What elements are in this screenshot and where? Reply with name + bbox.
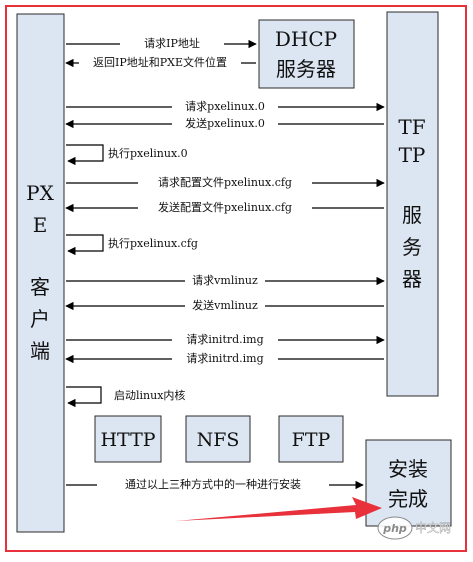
message-label-0: 请求IP地址 [144,36,200,50]
php-logo [377,516,413,540]
annotation-arrow [176,497,382,521]
message-arrow-7 [66,234,104,256]
nfs-node: NFS [185,415,251,463]
dhcp-label-2: 服务器 [276,57,336,81]
client-label-5: 端 [30,339,50,363]
message-label-4: 执行pxelinux.0 [108,146,188,160]
dhcp-server-node: DHCP 服务器 [258,19,355,89]
nfs-label: NFS [197,429,240,451]
message-label-10: 请求initrd.img [186,333,263,346]
message-label-11: 请求initrd.img [186,352,263,365]
message-label-12: 启动linux内核 [114,388,185,402]
tftp-label-2: TP [399,143,426,167]
client-label-4: 户 [30,307,50,331]
client-label-3: 客 [30,275,50,299]
done-label-1: 安装 [388,457,428,481]
message-label-9: 发送vmlinuz [192,298,258,312]
php-logo-text: php [382,522,407,535]
http-label: HTTP [100,429,155,451]
http-node: HTTP [94,415,162,463]
tftp-label-1: TF [398,115,425,139]
install-done-node: 安装 完成 [365,439,452,527]
message-label-6: 发送配置文件pxelinux.cfg [158,200,292,214]
watermark-site-text: 中文网 [415,520,451,535]
ftp-node: FTP [278,415,344,463]
message-flows: 请求IP地址 返回IP地址和PXE文件位置 请求pxelinux.0 发送pxe… [65,36,385,491]
message-label-13: 通过以上三种方式中的一种进行安装 [125,477,301,491]
outer-frame [5,5,467,552]
dhcp-label-1: DHCP [275,27,337,51]
message-label-5: 请求配置文件pxelinux.cfg [158,175,292,189]
tftp-label-5: 器 [402,267,422,291]
message-label-7: 执行pxelinux.cfg [108,236,198,250]
client-node: PX E 客 户 端 [16,13,65,533]
client-label-2: E [33,213,48,237]
message-label-1: 返回IP地址和PXE文件位置 [93,55,227,69]
watermark: php 中文网 [377,516,451,540]
message-arrow-4 [66,144,104,166]
client-label-1: PX [26,181,54,205]
message-label-8: 请求vmlinuz [192,274,258,287]
message-arrow-12 [66,386,102,408]
message-label-3: 发送pxelinux.0 [185,116,265,130]
tftp-label-3: 服 [402,203,422,227]
message-label-2: 请求pxelinux.0 [185,100,265,113]
tftp-server-node: TF TP 服 务 器 [386,11,439,397]
done-label-2: 完成 [388,487,428,511]
tftp-label-4: 务 [402,235,422,259]
ftp-label: FTP [292,429,331,451]
